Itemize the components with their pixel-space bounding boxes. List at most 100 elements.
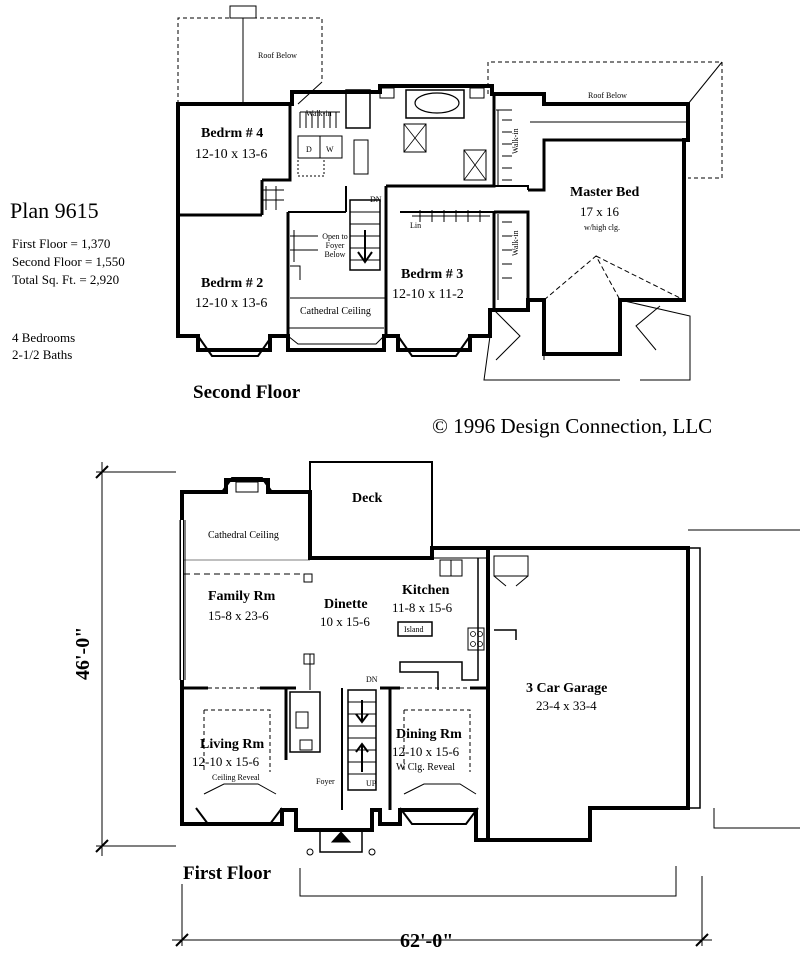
kitchen-size: 11-8 x 15-6 — [392, 600, 453, 615]
bedrm4-size: 12-10 x 13-6 — [195, 147, 267, 162]
chimney — [229, 5, 257, 19]
first-floor-exterior-wall — [180, 478, 490, 842]
powder-room — [289, 691, 321, 753]
stair-lower — [347, 689, 377, 791]
second-floor-label: Second Floor — [193, 382, 301, 403]
roof-hip-bottom-right — [635, 305, 661, 351]
dryer-label: D — [306, 145, 312, 154]
laundry-closet — [297, 157, 325, 177]
bedrm4-name: Bedrm # 4 — [201, 126, 263, 141]
burner-4 — [477, 641, 483, 647]
stair-arrow-dn — [355, 700, 369, 724]
column-top — [303, 573, 313, 583]
deck — [309, 461, 433, 559]
bay-window-dining — [399, 807, 479, 825]
washer-label: W — [326, 145, 334, 154]
burner-2 — [477, 631, 483, 637]
dining-note: W Clg. Reveal — [396, 762, 455, 773]
shower-walkin-diag2 — [463, 149, 487, 181]
bath-count: 2-1/2 Baths — [12, 347, 73, 362]
shower-diag2 — [403, 123, 427, 153]
family-size: 15-8 x 23-6 — [208, 608, 269, 623]
kitchen-name: Kitchen — [402, 583, 450, 598]
powder-toilet — [295, 711, 309, 729]
depth-tick-bottom — [95, 839, 109, 853]
bed3-closet-shelving — [412, 210, 490, 222]
bedrm3-size: 12-10 x 11-2 — [392, 287, 464, 302]
open-foyer-label: Open to Foyer Below — [322, 232, 348, 259]
roof-below-right-label: Roof Below — [588, 91, 627, 100]
bay-window-bedrm3 — [397, 335, 471, 357]
roof-hip-bottom-left — [493, 309, 521, 361]
garage-closet — [493, 555, 529, 577]
bed2-closet-shelving — [290, 230, 318, 262]
powder-sink — [299, 739, 313, 751]
garage-closet-doors — [493, 575, 529, 587]
bedroom-count: 4 Bedrooms — [12, 330, 76, 345]
cathedral-upper-label: Cathedral Ceiling — [300, 306, 371, 317]
kitchen-island — [397, 621, 433, 637]
dining-ceiling-reveal — [403, 709, 471, 772]
dinette-name: Dinette — [324, 597, 368, 612]
garage-name: 3 Car Garage — [526, 681, 607, 696]
shower-master — [403, 123, 427, 153]
bed4-closet-shelving — [262, 186, 284, 210]
master-name: Master Bed — [570, 185, 640, 200]
dn-label-lower: DN — [366, 675, 378, 684]
first-floor-label: First Floor — [183, 863, 272, 884]
roof-hip-right — [687, 61, 723, 105]
column — [303, 653, 315, 665]
walkin-top-label: Walk-in — [306, 109, 332, 118]
roof-below-bottom-right — [619, 299, 691, 381]
kitchen-counter-run — [399, 558, 479, 690]
open-foyer-wrap: Open to Foyer Below — [322, 232, 348, 259]
entry-stoop — [319, 830, 363, 853]
walkin-right1-label: Walk-in — [511, 128, 520, 154]
bedrm3-name: Bedrm # 3 — [401, 267, 463, 282]
fireplace — [221, 477, 273, 493]
shower-walkin — [463, 149, 487, 181]
copyright-notice: © 1996 Design Connection, LLC — [432, 414, 713, 438]
cathedral-lower-label: Cathedral Ceiling — [208, 530, 279, 541]
vault-line-left — [543, 255, 621, 301]
bedrm2-name: Bedrm # 2 — [201, 276, 263, 291]
walkin-right2-label: Walk-in — [511, 230, 520, 256]
master-tub-deck — [405, 89, 465, 119]
dinette-size: 10 x 15-6 — [320, 614, 370, 629]
burner-1 — [470, 631, 476, 637]
cathedral-bay — [287, 335, 385, 345]
foyer-label: Foyer — [316, 777, 335, 786]
walkin-shelving-master1 — [496, 109, 512, 186]
master-note: w/high clg. — [584, 223, 620, 232]
vault-line-right — [595, 255, 685, 301]
dimension-lines — [95, 462, 712, 947]
bedrm2-size: 12-10 x 13-6 — [195, 296, 267, 311]
dining-name: Dining Rm — [396, 727, 462, 742]
burner-3 — [470, 641, 476, 647]
living-name: Living Rm — [200, 737, 265, 752]
porch-outline — [299, 866, 677, 897]
width-tick-left — [175, 933, 189, 947]
width-dimension: 62'-0" — [400, 930, 454, 952]
deck-label: Deck — [352, 491, 383, 506]
second-floor-area: Second Floor = 1,550 — [12, 254, 125, 269]
living-size: 12-10 x 15-6 — [192, 754, 260, 769]
family-name: Family Rm — [208, 589, 276, 604]
total-area: Total Sq. Ft. = 2,920 — [12, 272, 120, 287]
bay-window-living — [195, 807, 283, 825]
roof-below-bottom — [483, 335, 620, 381]
garage-size: 23-4 x 33-4 — [536, 698, 597, 713]
second-floor-labels: Roof Below Roof Below Walk-in D W DN Lin… — [195, 51, 640, 317]
wall-bed4-east — [262, 104, 292, 182]
wall-bath-south — [386, 94, 496, 188]
linen-label: Lin — [410, 221, 421, 230]
garage-entry-wall — [494, 629, 517, 640]
up-label: UP — [366, 779, 377, 788]
dn-label-upper: DN — [370, 195, 382, 204]
roof-below-left-label: Roof Below — [258, 51, 297, 60]
toilet-hall — [379, 87, 395, 99]
second-floor-plan — [176, 5, 723, 381]
fireplace-hearth — [235, 481, 259, 493]
master-size: 17 x 16 — [580, 204, 620, 219]
